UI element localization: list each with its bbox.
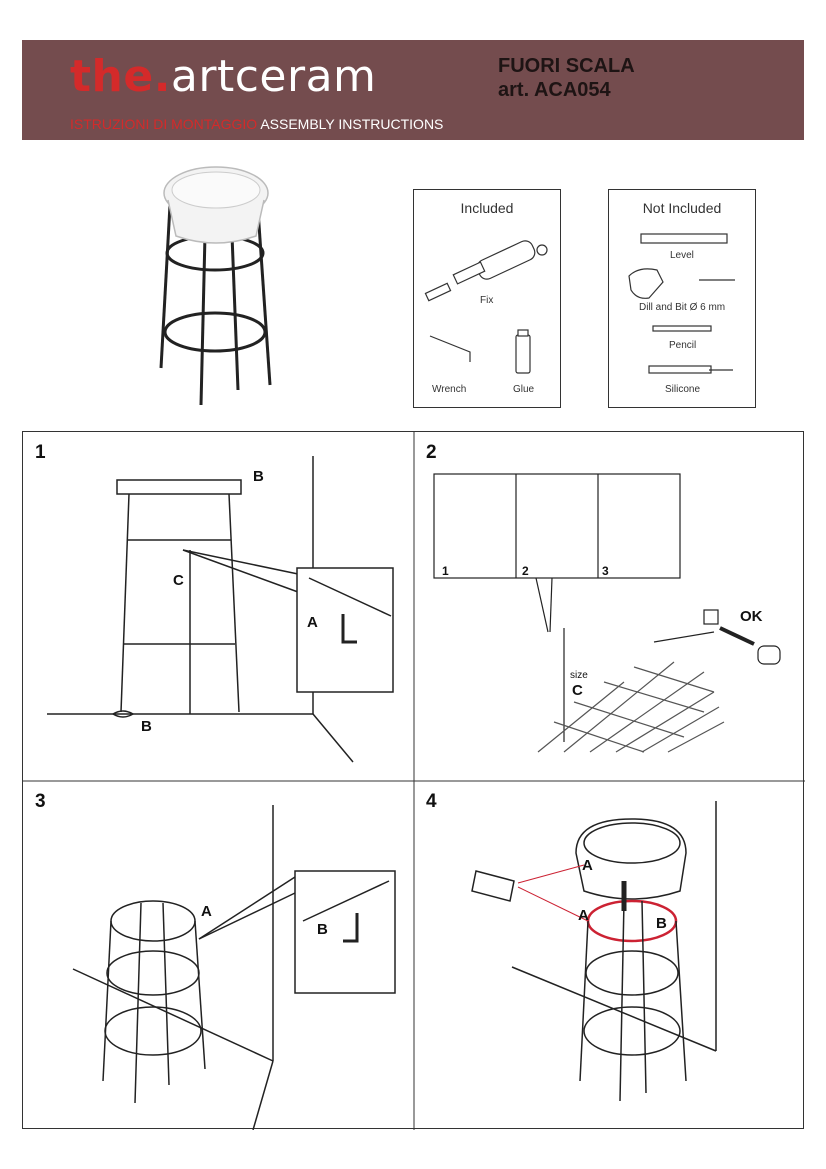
included-item-wrench: Wrench <box>432 384 467 395</box>
included-title: Included <box>460 200 514 216</box>
step-4: 4 A A B <box>414 781 805 1130</box>
product-info: FUORI SCALA art. ACA054 <box>498 54 635 102</box>
subtitle-italian: ISTRUZIONI DI MONTAGGIO <box>70 116 258 132</box>
subtitle-english: ASSEMBLY INSTRUCTIONS <box>260 116 444 132</box>
not-included-item-level: Level <box>670 250 694 261</box>
size-label: size <box>570 670 588 681</box>
label-a-ring: A <box>578 907 589 924</box>
header-banner: the.artceram ISTRUZIONI DI MONTAGGIO ASS… <box>22 40 804 140</box>
grid-dividers <box>23 432 805 1130</box>
not-included-item-silicone: Silicone <box>665 384 701 395</box>
substep-1: 1 <box>442 564 449 578</box>
step-1: 1 B C A B <box>23 432 414 781</box>
drill-icon <box>628 268 664 299</box>
product-code: art. ACA054 <box>498 79 611 101</box>
included-item-fix: Fix <box>480 295 494 306</box>
fix-kit-icon <box>424 240 548 374</box>
step-1-illustration <box>47 456 394 763</box>
step-number: 3 <box>35 791 46 812</box>
pencil-icon <box>652 325 712 332</box>
level-icon <box>640 233 728 244</box>
step-number: 1 <box>35 442 46 463</box>
label-b-level: B <box>253 468 264 485</box>
label-b-floor: B <box>141 718 152 735</box>
step-3-illustration <box>72 805 396 1130</box>
brand-name: artceram <box>170 51 377 102</box>
brand-prefix: the. <box>70 51 171 102</box>
substep-3: 3 <box>602 564 609 578</box>
step-4-illustration <box>471 801 717 1102</box>
label-a-top: A <box>582 857 593 874</box>
included-box: Included Fix Wrench Glue <box>413 189 561 408</box>
not-included-item-drill: Dill and Bit Ø 6 mm <box>639 302 726 313</box>
silicone-icon <box>648 365 712 374</box>
ok-label: OK <box>740 608 763 625</box>
step-number: 2 <box>426 442 437 463</box>
label-b: B <box>656 915 667 932</box>
step-number: 4 <box>426 791 437 812</box>
step-2: 2 1 2 3 OK size C <box>414 432 805 781</box>
label-a: A <box>201 903 212 920</box>
not-included-title: Not Included <box>642 200 722 216</box>
product-name: FUORI SCALA <box>498 55 635 77</box>
substep-2: 2 <box>522 564 529 578</box>
step-3: 3 A B <box>23 781 414 1130</box>
step-2-illustration <box>433 473 781 753</box>
not-included-box: Not Included Level Dill and Bit Ø 6 mm P… <box>608 189 756 408</box>
label-a: A <box>307 614 318 631</box>
subtitle: ISTRUZIONI DI MONTAGGIO ASSEMBLY INSTRUC… <box>70 116 443 132</box>
size-letter: C <box>572 682 583 699</box>
brand-logo: the.artceram <box>70 50 376 104</box>
steps-grid: 1 B C A B 2 <box>22 431 805 1130</box>
not-included-item-pencil: Pencil <box>669 340 697 351</box>
label-b: B <box>317 921 328 938</box>
included-item-glue: Glue <box>513 384 535 395</box>
tools-icons <box>628 233 735 374</box>
label-c: C <box>173 572 184 589</box>
